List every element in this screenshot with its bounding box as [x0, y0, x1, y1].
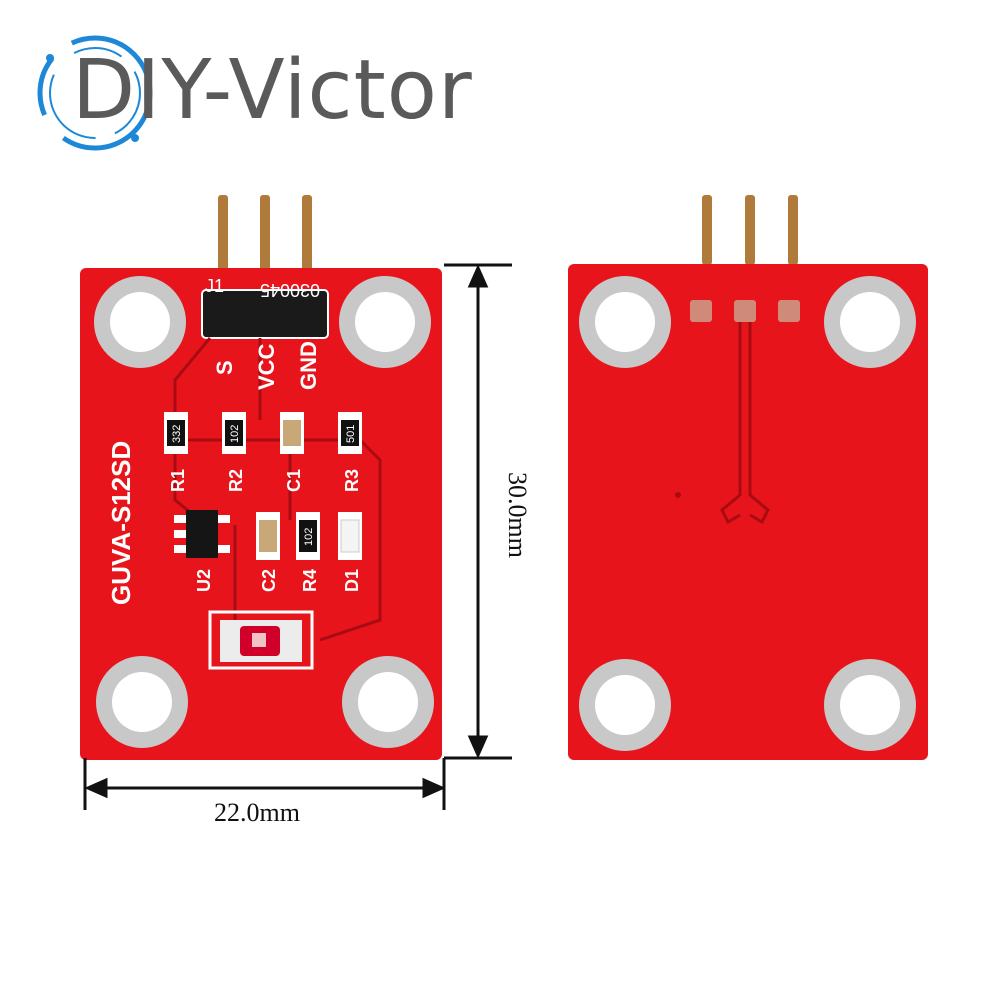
dimension-height-label: 30.0mm [502, 472, 532, 558]
brand-logo-ring-icon [37, 35, 153, 151]
resistor-r3: 501 [338, 412, 362, 454]
pin-label-vcc: VCC [254, 343, 279, 390]
brand-name: DIY-Victor [72, 43, 473, 138]
mounting-hole [579, 659, 671, 751]
header-code-label: 030045 [260, 280, 320, 300]
resistor-r2-code: 102 [229, 425, 241, 443]
mounting-hole [579, 276, 671, 368]
resistor-r1: 332 [164, 412, 188, 454]
label-c1: C1 [284, 469, 304, 492]
label-u2: U2 [194, 569, 214, 592]
back-traces [720, 322, 770, 525]
pcb-front-view: 030045 J1 S VCC GND GUVA-S12SD 332 102 5… [80, 195, 512, 810]
label-r2: R2 [226, 469, 246, 492]
pcb-board-back [568, 264, 928, 760]
resistor-r2: 102 [222, 412, 246, 454]
brand-logo: DIY-Victor [0, 0, 560, 180]
capacitor-c1 [280, 412, 304, 454]
chip-u2 [174, 510, 230, 558]
header-housing [201, 289, 329, 339]
resistor-r1-code: 332 [171, 425, 183, 443]
via [675, 492, 681, 498]
mounting-hole [824, 659, 916, 751]
header-designator-label: J1 [205, 276, 224, 296]
mounting-hole [342, 656, 434, 748]
mounting-hole [824, 276, 916, 368]
resistor-r4: 102 [296, 512, 320, 560]
dimension-lines [83, 263, 512, 810]
mounting-hole [94, 276, 186, 368]
label-r3: R3 [342, 469, 362, 492]
resistor-r3-code: 501 [345, 425, 357, 443]
solder-pads [690, 300, 800, 322]
label-r1: R1 [168, 469, 188, 492]
mounting-hole [96, 656, 188, 748]
mounting-hole [339, 276, 431, 368]
header-pins-back [702, 195, 798, 265]
pin-label-gnd: GND [296, 341, 321, 390]
module-name-label: GUVA-S12SD [106, 441, 136, 605]
label-r4: R4 [300, 569, 320, 592]
uv-sensor [208, 610, 314, 670]
capacitor-c2 [256, 512, 280, 560]
label-c2: C2 [259, 569, 279, 592]
label-d1: D1 [342, 569, 362, 592]
pcb-back-view [568, 195, 928, 760]
pin-label-s: S [212, 360, 237, 375]
dimension-width-label: 22.0mm [214, 798, 300, 827]
led-d1 [338, 512, 362, 560]
resistor-r4-code: 102 [303, 528, 315, 546]
